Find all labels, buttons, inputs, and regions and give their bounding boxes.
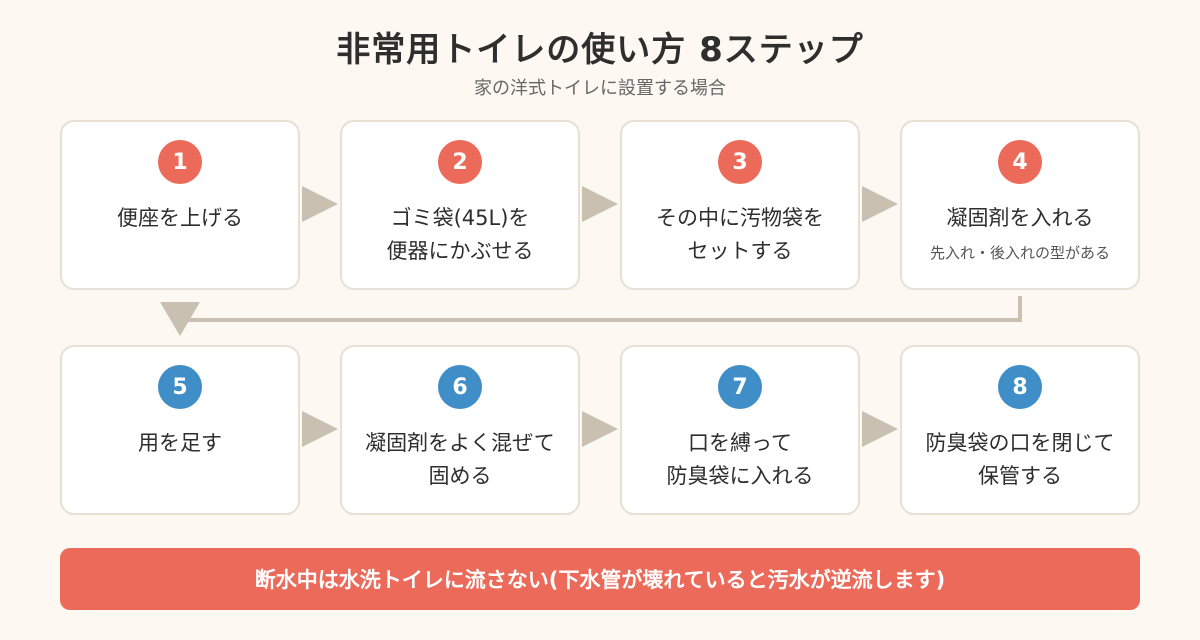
step-number-badge: 6: [438, 365, 482, 409]
step-text: 口を縛って 防臭袋に入れる: [630, 427, 850, 493]
page-title: 非常用トイレの使い方 8ステップ: [336, 30, 864, 70]
step-text: 凝固剤をよく混ぜて 固める: [350, 427, 570, 493]
step-number-badge: 8: [998, 365, 1042, 409]
step-number-badge: 4: [998, 140, 1042, 184]
step-card-7: 7 口を縛って 防臭袋に入れる: [620, 345, 860, 515]
step-text-line2: 便器にかぶせる: [386, 239, 534, 263]
step-text-line2: 保管する: [978, 464, 1062, 488]
step-text: 便座を上げる: [70, 202, 290, 235]
step-number-badge: 1: [158, 140, 202, 184]
warning-banner: 断水中は水洗トイレに流さない(下水管が壊れていると汚水が逆流します): [60, 548, 1140, 610]
step-text: 用を足す: [70, 427, 290, 460]
step-card-6: 6 凝固剤をよく混ぜて 固める: [340, 345, 580, 515]
step-text: その中に汚物袋を セットする: [630, 202, 850, 268]
arrow-right-icon: [302, 186, 338, 222]
step-number-badge: 5: [158, 365, 202, 409]
arrow-right-icon: [302, 411, 338, 447]
step-text-line2: 固める: [428, 464, 492, 488]
step-text: 防臭袋の口を閉じて 保管する: [910, 427, 1130, 493]
arrow-right-icon: [862, 186, 898, 222]
arrow-right-icon: [582, 411, 618, 447]
step-card-3: 3 その中に汚物袋を セットする: [620, 120, 860, 290]
step-card-1: 1 便座を上げる: [60, 120, 300, 290]
step-text-line1: 防臭袋の口を閉じて: [925, 431, 1115, 455]
step-text-line1: 口を縛って: [688, 431, 792, 455]
step-text-line2: 防臭袋に入れる: [666, 464, 814, 488]
step-text: 凝固剤を入れる: [910, 202, 1130, 235]
step-text-line1: 凝固剤を入れる: [946, 206, 1094, 230]
warning-text: 断水中は水洗トイレに流さない(下水管が壊れていると汚水が逆流します): [254, 568, 946, 592]
step-text-line1: ゴミ袋(45L)を: [390, 206, 530, 230]
step-card-5: 5 用を足す: [60, 345, 300, 515]
arrow-right-icon: [862, 411, 898, 447]
step-text-line1: 便座を上げる: [117, 206, 243, 230]
arrow-right-icon: [582, 186, 618, 222]
step-text-line2: セットする: [687, 239, 793, 263]
step-text-line1: その中に汚物袋を: [656, 206, 824, 230]
step-number-badge: 2: [438, 140, 482, 184]
step-number-badge: 3: [718, 140, 762, 184]
step-number-badge: 7: [718, 365, 762, 409]
step-card-2: 2 ゴミ袋(45L)を 便器にかぶせる: [340, 120, 580, 290]
step-text-line1: 凝固剤をよく混ぜて: [365, 431, 555, 455]
step-text-line1: 用を足す: [138, 431, 222, 455]
step-note: 先入れ・後入れの型がある: [929, 244, 1110, 262]
step-card-8: 8 防臭袋の口を閉じて 保管する: [900, 345, 1140, 515]
page-subtitle: 家の洋式トイレに設置する場合: [474, 78, 726, 99]
step-text: ゴミ袋(45L)を 便器にかぶせる: [350, 202, 570, 268]
step-card-4: 4 凝固剤を入れる 先入れ・後入れの型がある: [900, 120, 1140, 290]
